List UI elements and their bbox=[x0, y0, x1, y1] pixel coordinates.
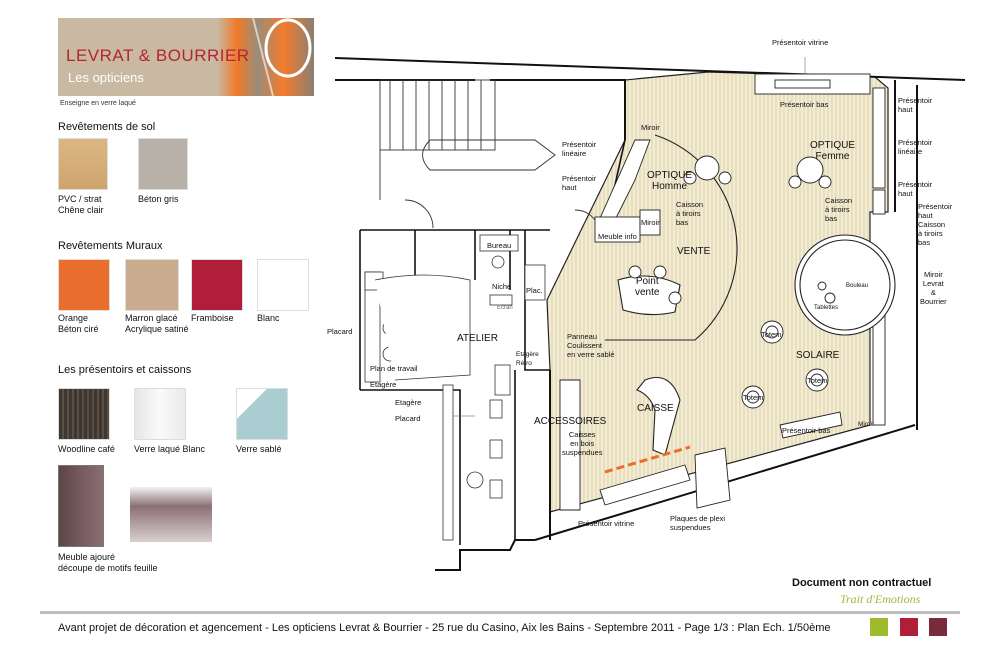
swatch-label: Béton gris bbox=[138, 194, 179, 204]
disclaimer: Document non contractuel bbox=[792, 577, 932, 589]
footer-color-square bbox=[900, 618, 918, 636]
label-point-vente: Point vente bbox=[635, 276, 660, 298]
label-meuble-info: Meuble info bbox=[598, 232, 637, 241]
meuble-feuille-image bbox=[130, 487, 212, 542]
label-etagere-2: Etagère bbox=[395, 398, 422, 407]
swatch-orange bbox=[58, 259, 110, 311]
label-presentoir-vitrine-top: Présentoir vitrine bbox=[772, 38, 829, 47]
swatch-blanc bbox=[257, 259, 309, 311]
label-tablettes: Tablettes bbox=[814, 305, 839, 311]
brand-logo: LEVRAT & BOURRIER Les opticiens bbox=[58, 18, 314, 96]
label-presentoir-haut-caisson: Présentoir haut Caisson à tiroirs bas bbox=[918, 202, 953, 247]
label-plac: Plac. bbox=[526, 286, 543, 295]
swatch-label: Woodline café bbox=[58, 444, 115, 454]
section-title-presentoirs: Les présentoirs et caissons bbox=[58, 364, 192, 376]
label-miroir-levrat-bourrier: Miroir Levrat & Bourrier bbox=[920, 270, 947, 306]
footer-caption: Avant projet de décoration et agencement… bbox=[58, 622, 831, 634]
logo-subtitle: Les opticiens bbox=[68, 70, 144, 85]
swatch-marron-glace bbox=[125, 259, 179, 311]
label-presentoir-vitrine-bottom: Présentoir vitrine bbox=[578, 519, 635, 528]
footer-divider bbox=[40, 611, 960, 614]
zone-solaire: SOLAIRE bbox=[796, 350, 840, 361]
label-presentoir-haut-l: Présentoir haut bbox=[562, 174, 597, 192]
signature: Trait d'Emotions bbox=[840, 592, 921, 606]
swatch-pvc bbox=[58, 138, 108, 190]
label-miroir: Miroir bbox=[858, 421, 875, 428]
zone-optique-femme: OPTIQUE Femme bbox=[810, 140, 856, 162]
label-caisson-femme: Caisson à tiroirs bas bbox=[825, 196, 853, 223]
swatch-label: Verre sablé bbox=[236, 444, 282, 454]
zone-atelier: ATELIER bbox=[457, 333, 498, 344]
label-placard-2: Placard bbox=[395, 414, 421, 423]
swatch-label: Verre laqué Blanc bbox=[134, 444, 206, 454]
label-caisses-bois: Caisses en bois suspendues bbox=[562, 430, 603, 457]
swatch-woodline bbox=[58, 388, 110, 440]
swatch-verre-sable bbox=[236, 388, 288, 440]
label-panneau-coulissant: Panneau Coulissent en verre sablé bbox=[567, 332, 615, 359]
label-niche: Niche bbox=[492, 282, 512, 291]
label-totem: Totem bbox=[807, 376, 828, 385]
label-presentoir-lineaire-r: Présentoir linéaire bbox=[898, 138, 933, 156]
label-presentoir-bas-top: Présentoir bas bbox=[780, 100, 829, 109]
meuble-ajoure-image bbox=[58, 465, 104, 547]
label-ecran: Ecran bbox=[497, 305, 513, 311]
section-title-muraux: Revêtements Muraux bbox=[58, 240, 163, 252]
floor-plan bbox=[335, 57, 965, 571]
footer-color-square bbox=[929, 618, 947, 636]
label-presentoir-haut-r1: Présentoir haut bbox=[898, 96, 933, 114]
swatch-beton-gris bbox=[138, 138, 188, 190]
logo-title: LEVRAT & BOURRIER bbox=[66, 46, 250, 65]
logo-glasses-graphic bbox=[252, 18, 312, 96]
logo-caption: Enseigne en verre laqué bbox=[60, 100, 136, 107]
zone-caisse: CAISSE bbox=[637, 403, 674, 414]
label-presentoir-bas-bottom: Présentoir bas bbox=[782, 426, 831, 435]
zone-accessoires: ACCESSOIRES bbox=[534, 416, 607, 427]
label-placard-1: Placard bbox=[327, 327, 353, 336]
label-plaques-plexi: Plaques de plexi suspendues bbox=[670, 514, 726, 532]
label-etagere-1: Etagère bbox=[370, 380, 397, 389]
label-bureau: Bureau bbox=[487, 241, 512, 250]
label-totem: Totem bbox=[743, 393, 764, 402]
label-miroir: Miroir bbox=[641, 218, 660, 227]
label-totem: Totem bbox=[761, 330, 782, 339]
zone-optique-homme: OPTIQUE Homme bbox=[647, 170, 693, 192]
label-plan-de-travail: Plan de travail bbox=[370, 364, 418, 373]
swatch-framboise bbox=[191, 259, 243, 311]
swatch-label: Blanc bbox=[257, 313, 280, 323]
label-caisson-homme: Caisson à tiroirs bas bbox=[676, 200, 704, 227]
label-presentoir-haut-r2: Présentoir haut bbox=[898, 180, 933, 198]
label-etagere-retro: Etagère Rétro bbox=[516, 351, 539, 367]
label-miroir: Miroir bbox=[641, 123, 660, 132]
zone-vente: VENTE bbox=[677, 246, 711, 257]
footer-color-square bbox=[870, 618, 888, 636]
label-presentoir-lineaire-l: Présentoir linéaire bbox=[562, 140, 597, 158]
label-bouleau: Bouleau bbox=[846, 283, 869, 289]
swatch-verre-blanc bbox=[134, 388, 186, 440]
swatch-label: Framboise bbox=[191, 313, 234, 323]
section-title-sol: Revêtements de sol bbox=[58, 121, 156, 133]
